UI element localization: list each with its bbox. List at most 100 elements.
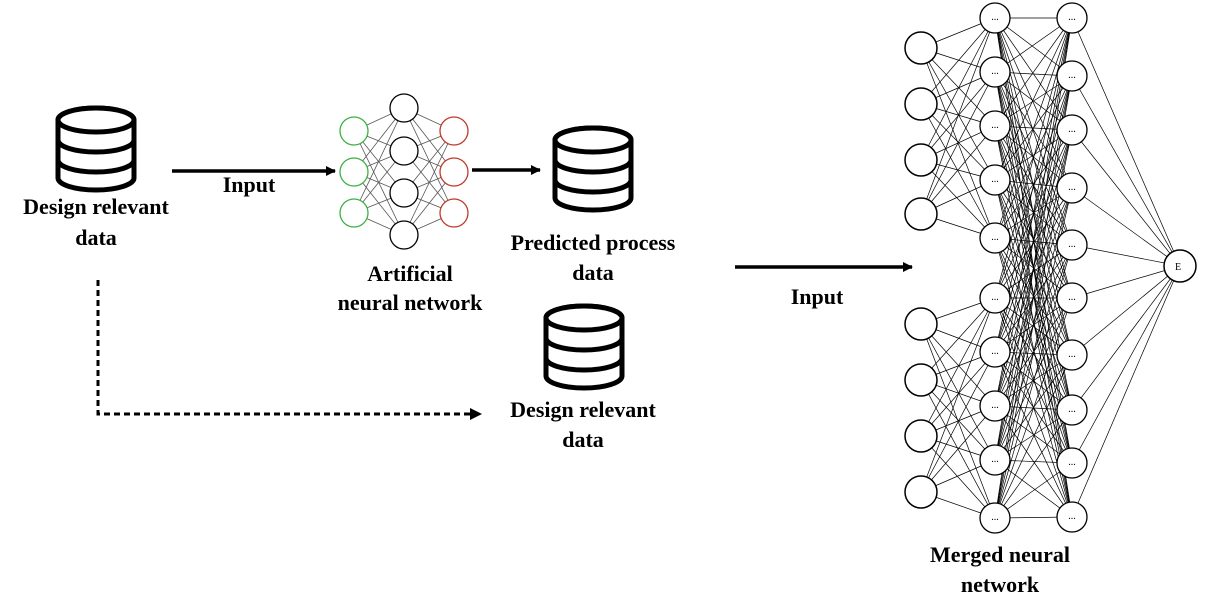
merged-hidden2-node	[1056, 447, 1088, 479]
database-icon-design	[543, 303, 625, 391]
merged-hidden-node-text: ...	[991, 66, 999, 77]
ann-input-node	[339, 116, 369, 146]
merged-edge	[994, 71, 1073, 189]
merged-hidden2-node	[1056, 60, 1088, 92]
merged-input-node	[904, 419, 938, 453]
merged-hidden-node-text: ...	[991, 12, 999, 23]
dashed-arrow-head	[470, 408, 482, 420]
merged-edge	[994, 17, 1073, 519]
merged-hidden1-node	[979, 444, 1011, 476]
merged-edge	[1071, 129, 1181, 267]
merged-edge	[920, 297, 996, 381]
merged-hidden-node-text: ...	[991, 454, 999, 465]
merged-hidden-node-text: ...	[991, 512, 999, 523]
merged-hidden1-node	[979, 390, 1011, 422]
merged-hidden2-node	[1056, 114, 1088, 146]
input-label-1: Input	[223, 172, 276, 197]
merged-input-node	[904, 307, 938, 341]
merged-hidden1-node	[979, 164, 1011, 196]
merged-hidden-node-text: ...	[991, 292, 999, 303]
merged-edge	[994, 297, 1073, 356]
merged-hidden-node-text: ...	[1068, 292, 1076, 303]
merged-hidden1-node	[979, 282, 1011, 314]
merged-edge	[994, 17, 1073, 77]
source-data-label-line2: data	[75, 225, 117, 250]
merged-edge	[994, 354, 1073, 519]
merged-edge	[1071, 17, 1181, 267]
merged-hidden-node-text: ...	[991, 174, 999, 185]
merged-hidden2-node	[1056, 501, 1088, 533]
ann-input-node	[339, 157, 369, 187]
ann-hidden-node	[389, 136, 419, 166]
merged-edge	[1071, 265, 1181, 356]
merged-input-node	[904, 87, 938, 121]
merged-label-line2: network	[961, 572, 1040, 597]
merged-hidden1-node	[979, 110, 1011, 142]
merged-edge	[1071, 265, 1181, 299]
merged-hidden2-node	[1056, 2, 1088, 34]
merged-edge	[1071, 187, 1181, 267]
merged-edge	[920, 435, 996, 519]
merged-edge	[994, 17, 1073, 127]
merged-edge	[994, 17, 1073, 299]
merged-connections	[920, 17, 1181, 519]
merged-hidden-node-text: ...	[1068, 182, 1076, 193]
merged-edge	[994, 17, 1073, 461]
merged-edge	[920, 71, 996, 215]
merged-edge	[920, 103, 996, 239]
merged-hidden-node-text: ...	[1068, 70, 1076, 81]
ann-hidden-node	[389, 178, 419, 208]
merged-hidden1-node	[979, 336, 1011, 368]
merged-input-node	[904, 143, 938, 177]
merged-edge	[994, 237, 1073, 464]
ann-output-node	[439, 198, 469, 228]
ann-input-node	[339, 198, 369, 228]
merged-hidden2-node	[1056, 229, 1088, 261]
merged-input-node	[904, 475, 938, 509]
merged-edge	[994, 17, 1073, 239]
ann-label-line2: neural network	[338, 290, 484, 315]
merged-edge	[1071, 75, 1181, 267]
merged-nodes: ........................................…	[904, 2, 1197, 534]
ann-output-node	[439, 157, 469, 187]
merged-hidden-node-text: ...	[1068, 124, 1076, 135]
merged-edge	[920, 297, 996, 437]
merged-output-node	[1163, 249, 1197, 283]
merged-output-node-text: E	[1175, 262, 1181, 273]
merged-edge	[994, 17, 1073, 73]
merged-edge	[1071, 265, 1181, 411]
merged-edge	[920, 379, 996, 461]
merged-hidden2-node	[1056, 282, 1088, 314]
merged-edge	[994, 75, 1073, 519]
merged-edge	[920, 323, 996, 407]
merged-edge	[920, 159, 996, 239]
merged-edge	[920, 103, 996, 181]
merged-hidden-node-text: ...	[1068, 349, 1076, 360]
merged-hidden-node-text: ...	[991, 346, 999, 357]
merged-input-node	[904, 31, 938, 65]
merged-edge	[920, 297, 996, 493]
ann-hidden-node	[389, 220, 419, 250]
ann-nodes	[339, 93, 469, 250]
ann-edge	[353, 130, 405, 236]
dashed-bypass-path	[96, 280, 472, 416]
merged-hidden-node-text: ...	[991, 232, 999, 243]
source-data-label-line1: Design relevant	[23, 194, 169, 219]
merged-edge	[1071, 244, 1181, 267]
merged-hidden-node-text: ...	[1068, 511, 1076, 522]
ann-label-line1: Artificial	[367, 261, 453, 286]
merged-hidden2-node	[1056, 172, 1088, 204]
merged-input-node	[904, 363, 938, 397]
merged-hidden1-node	[979, 56, 1011, 88]
merged-edge	[994, 17, 1073, 189]
merged-hidden2-node	[1056, 339, 1088, 371]
merged-edge	[920, 351, 996, 437]
ann-edge	[403, 107, 455, 214]
ann-connections	[353, 107, 455, 236]
merged-hidden-node-text: ...	[991, 400, 999, 411]
merged-edge	[994, 75, 1073, 299]
merged-hidden-node-text: ...	[1068, 457, 1076, 468]
merged-edge	[994, 297, 1073, 519]
design-data-label-line1: Design relevant	[510, 397, 656, 422]
